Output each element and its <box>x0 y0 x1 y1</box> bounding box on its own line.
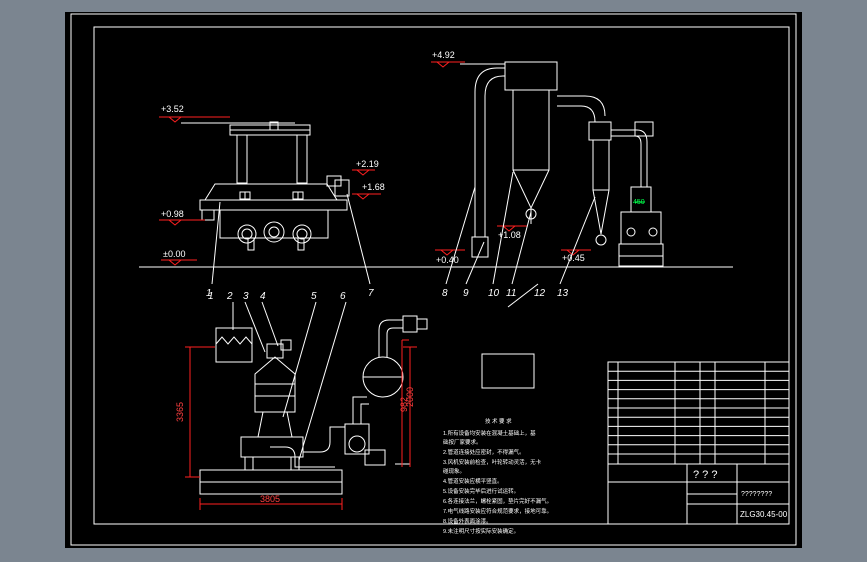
title-marks: ? ? ? <box>693 469 717 481</box>
technical-notes: 技 术 要 求 1.所有设备均安装在混凝土基础上，基 础按厂家要求。 2.管道连… <box>443 417 552 535</box>
parts-list <box>608 362 789 464</box>
level-040: +0.40 <box>436 255 459 265</box>
fluid-bed-dryer <box>199 121 350 251</box>
outer-border <box>70 13 797 546</box>
project-name: ???????? <box>741 491 772 498</box>
leader-lines-top <box>211 171 596 308</box>
svg-text:8: 8 <box>442 288 448 299</box>
level-045: +0.45 <box>562 253 585 263</box>
svg-text:1: 1 <box>208 291 214 302</box>
level-108: +1.08 <box>498 230 521 240</box>
svg-text:5.设备安装完毕后进行试运转。: 5.设备安装完毕后进行试运转。 <box>443 487 519 495</box>
svg-text:12: 12 <box>534 288 546 299</box>
svg-text:13: 13 <box>557 288 569 299</box>
svg-text:11: 11 <box>506 288 516 299</box>
svg-text:8.设备外表面涂漆。: 8.设备外表面涂漆。 <box>443 517 492 525</box>
part-numbers-bottom: 1 2 3 4 5 6 <box>208 291 346 302</box>
inner-border <box>93 26 790 525</box>
svg-text:7.电气线路安装应符合规范要求，接地可靠。: 7.电气线路安装应符合规范要求，接地可靠。 <box>443 507 552 515</box>
svg-text:4: 4 <box>260 291 266 302</box>
leader-lines-bottom <box>232 301 347 461</box>
fan-dimension: 450 <box>633 199 645 206</box>
svg-text:6: 6 <box>340 291 346 302</box>
part-numbers-top: 1 7 8 9 10 11 12 13 <box>206 288 569 299</box>
svg-text:3.风机安装前检查，叶轮转动灵活，无卡: 3.风机安装前检查，叶轮转动灵活，无卡 <box>443 458 542 466</box>
elevation-markers-right: +4.92 +0.40 +1.08 +0.45 <box>431 50 591 265</box>
level-219: +2.19 <box>356 159 379 169</box>
svg-text:5: 5 <box>311 291 317 302</box>
svg-text:6.各连接法兰，螺栓紧固，垫片完好不漏气。: 6.各连接法兰，螺栓紧固，垫片完好不漏气。 <box>443 497 552 505</box>
dimension-lines-bottom: 3365 982 2000 3805 <box>175 339 417 510</box>
svg-text:础按厂家要求。: 础按厂家要求。 <box>443 438 482 446</box>
cyclone-separator-system <box>460 61 664 267</box>
svg-text:9.未注明尺寸按实际安装确定。: 9.未注明尺寸按实际安装确定。 <box>443 527 519 535</box>
svg-text:1: 1 <box>206 288 212 299</box>
dim-height-small: 982 <box>399 397 409 412</box>
drawing-canvas: +3.52 +0.98 ±0.00 +2.19 +1.68 <box>65 12 802 548</box>
level-492: +4.92 <box>432 50 455 60</box>
svg-text:9: 9 <box>463 288 469 299</box>
svg-text:1.所有设备均安装在混凝土基础上，基: 1.所有设备均安装在混凝土基础上，基 <box>443 429 536 437</box>
elevation-markers-left: +3.52 +0.98 ±0.00 +2.19 +1.68 <box>159 104 385 266</box>
dim-width-base: 3805 <box>260 494 280 504</box>
bottom-equipment-view <box>199 315 428 495</box>
blank-frame <box>481 353 535 389</box>
svg-text:7: 7 <box>368 288 374 299</box>
title-block: ? ? ? ???????? ZLG30.45-00 <box>607 361 790 525</box>
drawing-number: ZLG30.45-00 <box>740 510 788 519</box>
level-000: ±0.00 <box>163 249 185 259</box>
level-352: +3.52 <box>161 104 184 114</box>
svg-text:碰现象。: 碰现象。 <box>443 467 465 475</box>
notes-title: 技 术 要 求 <box>485 417 512 425</box>
level-098: +0.98 <box>161 209 184 219</box>
dim-height-right: 2000 <box>405 387 415 407</box>
dim-height-left: 3365 <box>175 402 185 422</box>
cad-drawing: +3.52 +0.98 ±0.00 +2.19 +1.68 <box>70 13 797 546</box>
svg-text:3: 3 <box>243 291 249 302</box>
level-168: +1.68 <box>362 182 385 192</box>
svg-text:2: 2 <box>226 291 233 302</box>
svg-text:10: 10 <box>488 288 500 299</box>
svg-text:4.管道安装应横平竖直。: 4.管道安装应横平竖直。 <box>443 477 503 485</box>
svg-text:2.管道连接处应密封，不得漏气。: 2.管道连接处应密封，不得漏气。 <box>443 448 525 456</box>
